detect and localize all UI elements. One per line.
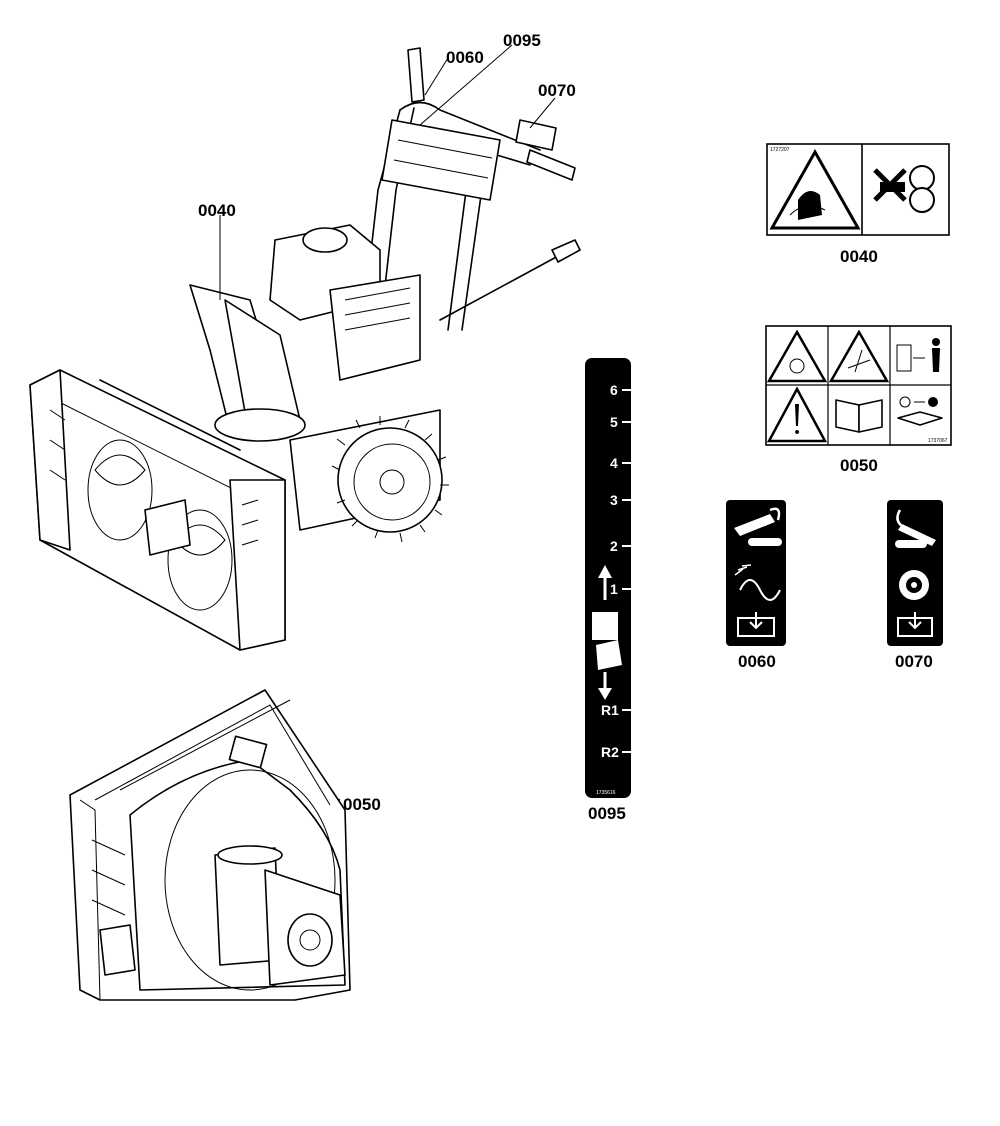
snowblower-machine-icon xyxy=(29,47,581,651)
decal-0060 xyxy=(726,500,786,646)
gear-label-5: 5 xyxy=(610,414,618,430)
decal-0095-part-number: 1735616 xyxy=(596,790,616,796)
decal-0040-part-number: 1727207 xyxy=(770,147,790,153)
gear-label-6: 6 xyxy=(610,382,618,398)
callout-0070: 0070 xyxy=(538,81,576,100)
callout-0040: 0040 xyxy=(198,201,236,220)
decal-0040-label: 0040 xyxy=(840,247,878,266)
decal-0070 xyxy=(887,500,943,646)
decal-0060-label: 0060 xyxy=(738,652,776,671)
decal-0050-part-number: 1737067 xyxy=(928,438,948,444)
warning-triangle-icon xyxy=(769,148,861,230)
tire-icon xyxy=(899,570,929,600)
decal-0050-label: 0050 xyxy=(840,456,878,475)
gear-label-3: 3 xyxy=(610,492,618,508)
no-hands-icon xyxy=(873,165,935,213)
gear-label-r1: R1 xyxy=(601,702,619,718)
key-removal-icon xyxy=(897,396,943,426)
gear-label-r2: R2 xyxy=(601,744,619,760)
callout-0060: 0060 xyxy=(446,48,484,67)
decal-0050: 1737067 xyxy=(765,325,952,446)
arrow-up-icon xyxy=(598,565,612,600)
gear-label-4: 4 xyxy=(610,455,618,471)
arrow-down-icon xyxy=(598,672,612,700)
gear-label-2: 2 xyxy=(610,538,618,554)
manual-book-icon xyxy=(835,399,883,433)
gear-label-1: 1 xyxy=(610,581,618,597)
decal-0070-label: 0070 xyxy=(895,652,933,671)
decal-0095-label: 0095 xyxy=(588,804,626,823)
callout-0050-machine: 0050 xyxy=(343,795,381,814)
decal-0040: 1727207 xyxy=(766,143,950,236)
callout-0095: 0095 xyxy=(503,31,541,50)
auger-housing-icon xyxy=(69,689,351,1001)
